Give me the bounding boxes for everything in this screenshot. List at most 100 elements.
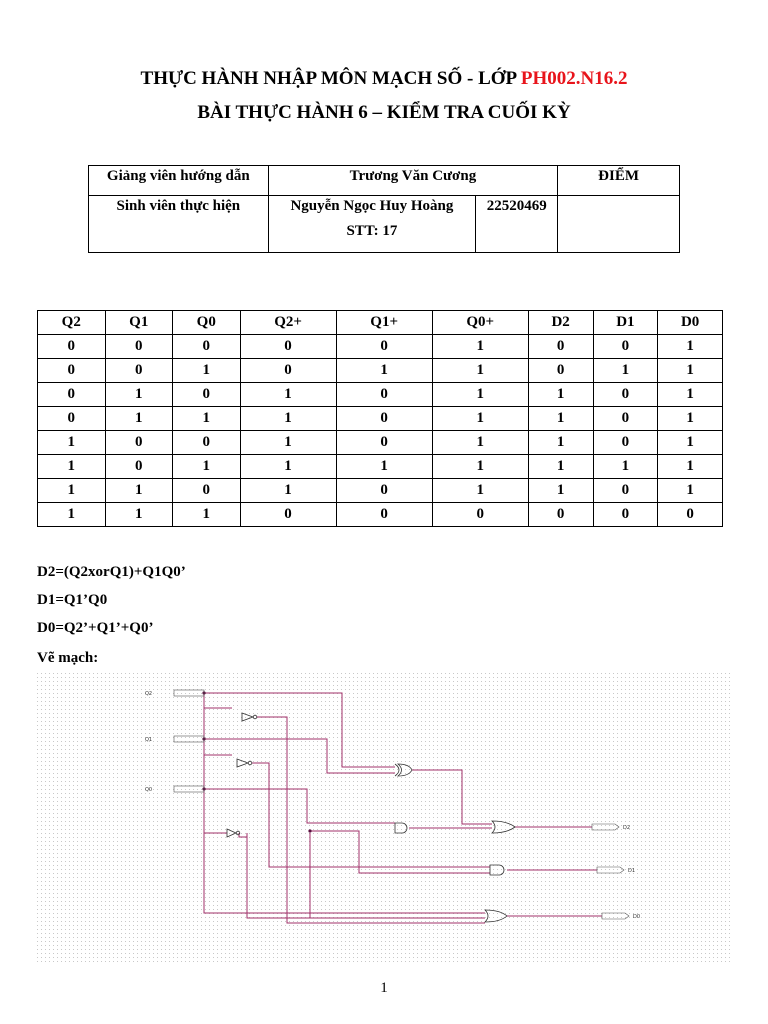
truth-header-cell: D2 xyxy=(527,310,594,335)
truth-header-cell: Q0+ xyxy=(431,310,529,335)
output-d2-label: D2 xyxy=(623,825,630,831)
truth-cell: 0 xyxy=(657,502,723,527)
truth-cell: 0 xyxy=(592,478,659,503)
truth-cell: 1 xyxy=(527,382,594,407)
truth-cell: 1 xyxy=(239,430,337,455)
truth-cell: 1 xyxy=(592,454,659,479)
score-value xyxy=(557,195,680,253)
truth-cell: 0 xyxy=(172,334,241,359)
truth-cell: 0 xyxy=(239,358,337,383)
output-d0-pin xyxy=(601,912,630,920)
truth-cell: 1 xyxy=(172,502,241,527)
grid-background xyxy=(37,673,733,965)
truth-cell: 0 xyxy=(335,334,433,359)
output-d2-pin xyxy=(591,823,620,831)
truth-cell: 1 xyxy=(239,382,337,407)
truth-header-cell: Q1+ xyxy=(335,310,433,335)
not-gate-q1 xyxy=(236,758,253,768)
truth-cell: 1 xyxy=(431,334,529,359)
circuit-schematic: Q2 Q1 Q0 D2 D1 D0 xyxy=(37,673,733,965)
truth-cell: 0 xyxy=(335,478,433,503)
output-d1-label: D1 xyxy=(628,868,635,874)
truth-cell: 1 xyxy=(527,454,594,479)
truth-cell: 0 xyxy=(104,334,173,359)
draw-circuit-label: Vẽ mạch: xyxy=(37,650,99,666)
truth-cell: 1 xyxy=(657,406,723,431)
input-q0-pin xyxy=(173,785,205,793)
class-code: PH002.N16.2 xyxy=(520,68,628,89)
truth-header-cell: Q2+ xyxy=(239,310,337,335)
truth-cell: 1 xyxy=(37,478,106,503)
output-d0-label: D0 xyxy=(633,914,640,920)
truth-cell: 0 xyxy=(335,430,433,455)
truth-cell: 1 xyxy=(104,478,173,503)
input-q1-label: Q1 xyxy=(145,737,152,743)
input-q2-label: Q2 xyxy=(145,691,152,697)
truth-cell: 0 xyxy=(431,502,529,527)
truth-cell: 1 xyxy=(527,406,594,431)
truth-cell: 1 xyxy=(37,502,106,527)
truth-cell: 1 xyxy=(657,334,723,359)
truth-cell: 0 xyxy=(37,406,106,431)
truth-cell: 0 xyxy=(592,334,659,359)
truth-header-cell: D1 xyxy=(592,310,659,335)
truth-cell: 0 xyxy=(104,454,173,479)
truth-cell: 1 xyxy=(592,358,659,383)
truth-cell: 0 xyxy=(172,430,241,455)
truth-cell: 1 xyxy=(335,358,433,383)
truth-cell: 1 xyxy=(239,454,337,479)
not-gate-q0 xyxy=(226,828,241,838)
truth-cell: 0 xyxy=(104,430,173,455)
truth-cell: 1 xyxy=(431,454,529,479)
truth-cell: 1 xyxy=(527,478,594,503)
student-id: 22520469 xyxy=(475,195,559,253)
truth-cell: 0 xyxy=(104,358,173,383)
truth-cell: 1 xyxy=(239,478,337,503)
truth-cell: 0 xyxy=(37,382,106,407)
truth-cell: 1 xyxy=(657,382,723,407)
truth-cell: 0 xyxy=(527,334,594,359)
truth-cell: 0 xyxy=(592,430,659,455)
truth-cell: 1 xyxy=(431,382,529,407)
truth-cell: 0 xyxy=(592,382,659,407)
truth-cell: 0 xyxy=(239,334,337,359)
truth-cell: 0 xyxy=(37,358,106,383)
and-gate-q1q0n xyxy=(394,822,408,834)
xor-gate xyxy=(394,763,413,777)
truth-cell: 0 xyxy=(335,502,433,527)
truth-cell: 0 xyxy=(172,478,241,503)
page-number: 1 xyxy=(380,980,388,996)
truth-header-cell: D0 xyxy=(657,310,723,335)
and-gate-d1 xyxy=(489,864,505,876)
title-line-2: BÀI THỰC HÀNH 6 – KIỂM TRA CUỐI KỲ xyxy=(197,102,571,123)
output-d1-pin xyxy=(596,866,625,874)
truth-cell: 1 xyxy=(37,454,106,479)
truth-cell: 1 xyxy=(431,478,529,503)
title-line-1: THỰC HÀNH NHẬP MÔN MẠCH SỐ - LỚP PH002.N… xyxy=(0,68,768,90)
truth-cell: 1 xyxy=(172,406,241,431)
or-gate-d0 xyxy=(484,909,508,923)
truth-cell: 1 xyxy=(104,502,173,527)
truth-cell: 0 xyxy=(592,502,659,527)
truth-cell: 1 xyxy=(431,430,529,455)
truth-cell: 1 xyxy=(239,406,337,431)
student-stt: STT: 17 xyxy=(346,223,398,239)
truth-cell: 1 xyxy=(431,358,529,383)
truth-cell: 0 xyxy=(335,382,433,407)
info-table: Giảng viên hướng dẫn Trương Văn Cương ĐI… xyxy=(88,165,680,253)
truth-cell: 1 xyxy=(431,406,529,431)
gates xyxy=(226,712,516,923)
title-prefix: THỰC HÀNH NHẬP MÔN MẠCH SỐ - LỚP xyxy=(140,68,521,89)
truth-header-cell: Q1 xyxy=(104,310,173,335)
truth-cell: 0 xyxy=(527,358,594,383)
truth-cell: 0 xyxy=(239,502,337,527)
input-q0-label: Q0 xyxy=(145,787,152,793)
